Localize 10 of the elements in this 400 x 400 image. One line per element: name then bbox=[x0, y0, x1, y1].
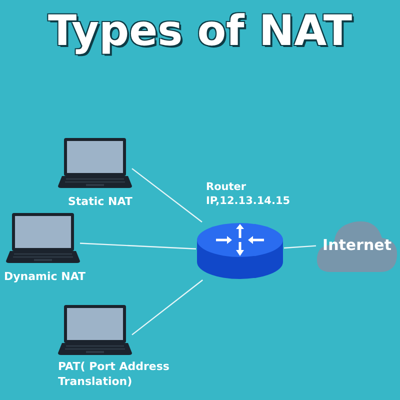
connector-line bbox=[132, 168, 202, 222]
node-label: PAT( Port Address Translation) bbox=[58, 360, 170, 390]
node-label: Internet bbox=[321, 236, 393, 254]
connector-line bbox=[132, 280, 203, 336]
node-label: Dynamic NAT bbox=[4, 270, 87, 285]
node-label: Static NAT bbox=[68, 195, 134, 210]
title: Types of NAT bbox=[46, 6, 353, 55]
connector-line bbox=[284, 245, 316, 249]
node-label: Router IP,12.13.14.15 bbox=[206, 180, 292, 208]
connector-line bbox=[80, 242, 196, 250]
